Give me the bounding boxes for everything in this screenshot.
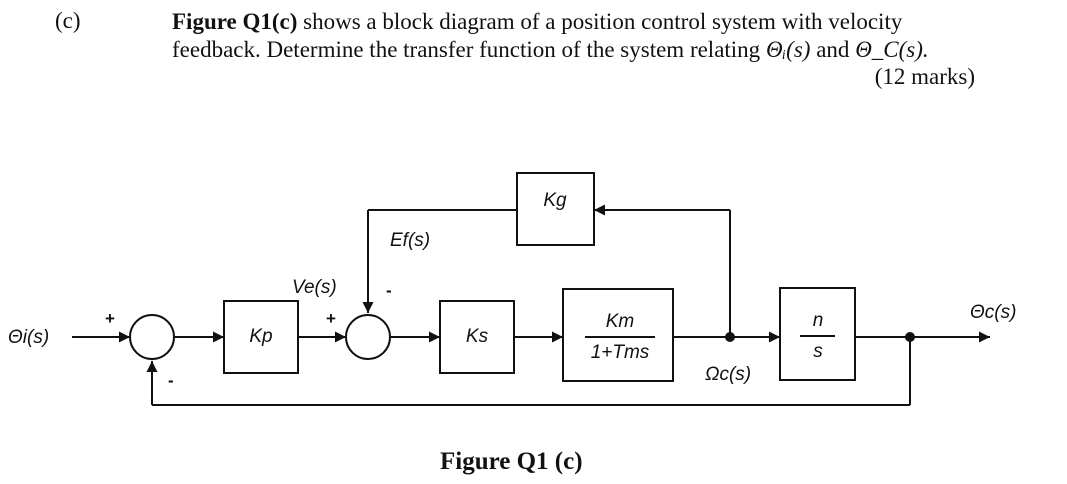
- question-text: Figure Q1(c) shows a block diagram of a …: [172, 8, 978, 64]
- sum2-minus-sign: -: [386, 281, 392, 300]
- question-number: (c): [55, 8, 81, 33]
- n-numerator: n: [813, 310, 824, 331]
- summing-junction-1: [129, 314, 175, 360]
- marks: (12 marks): [874, 64, 975, 89]
- question-text-1: shows a block diagram of a position cont…: [297, 9, 903, 34]
- kp-label: Kp: [249, 326, 272, 347]
- ve-label: Ve(s): [292, 277, 337, 298]
- kg-block: [516, 172, 595, 246]
- question-line-2: feedback. Determine the transfer functio…: [172, 36, 978, 64]
- n-denominator: s: [813, 341, 823, 362]
- takeoff-point-omega: [725, 332, 735, 342]
- takeoff-point-output: [905, 332, 915, 342]
- sum1-minus-sign: -: [168, 371, 174, 390]
- question-line-1: Figure Q1(c) shows a block diagram of a …: [172, 8, 978, 36]
- km-numerator: Km: [606, 311, 635, 332]
- figure-reference: Figure Q1(c): [172, 9, 298, 34]
- question-text-2: feedback. Determine the transfer functio…: [172, 37, 766, 62]
- ef-label: Ef(s): [390, 230, 430, 251]
- km-block: [562, 288, 674, 382]
- summing-junction-2: [345, 314, 391, 360]
- output-label: Θc(s): [970, 302, 1016, 323]
- input-label: Θi(s): [8, 327, 49, 348]
- sum2-plus-sign: +: [326, 309, 336, 328]
- theta-i-math: Θᵢ(s): [765, 37, 811, 62]
- km-denominator: 1+Tms: [591, 342, 650, 363]
- theta-c-math: Θ_C(s).: [855, 37, 929, 62]
- kp-block: [223, 300, 299, 374]
- kg-label: Kg: [543, 190, 567, 211]
- n-block: [779, 287, 856, 381]
- omega-c-label: Ωc(s): [705, 364, 751, 385]
- sum1-plus-sign: +: [105, 309, 115, 328]
- figure-caption: Figure Q1 (c): [440, 448, 583, 475]
- ks-label: Ks: [466, 326, 489, 347]
- ks-block: [439, 300, 515, 374]
- question-and: and: [810, 37, 856, 62]
